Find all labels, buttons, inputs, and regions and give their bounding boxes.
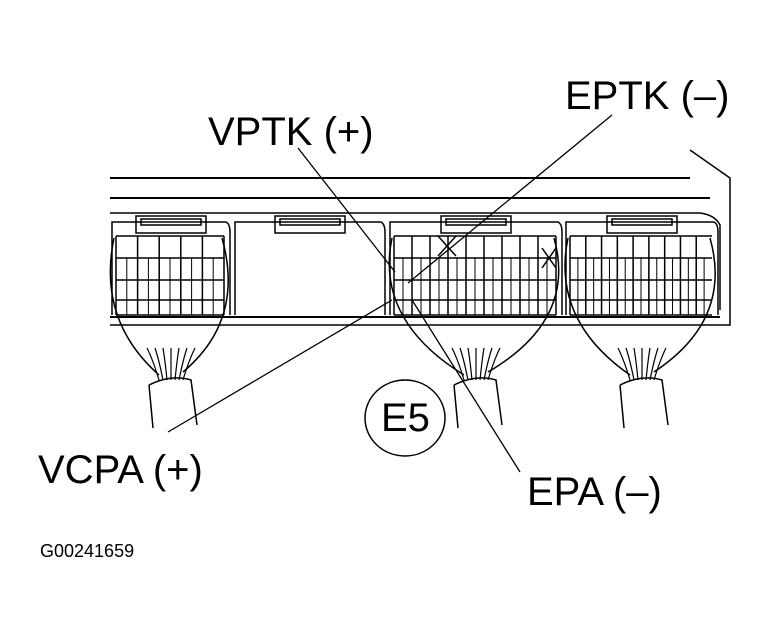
connector-latch [440, 215, 512, 234]
connector-e5-callout [364, 379, 446, 457]
connector-latch [135, 215, 207, 234]
connector-2 [234, 215, 386, 315]
connector-4 [565, 215, 719, 316]
harness-3 [564, 237, 716, 429]
leader-eptk [407, 114, 613, 284]
connector-latch [606, 215, 678, 234]
harness-1 [109, 237, 229, 429]
leader-lines [167, 114, 613, 473]
figure-code: G00241659 [40, 541, 135, 561]
ecu-body [110, 149, 731, 326]
label-eptk: EPTK (–) [565, 74, 730, 118]
leader-vptk [297, 147, 396, 273]
leader-epa [411, 299, 521, 473]
connectors [111, 215, 719, 316]
leader-vcpa [167, 299, 393, 433]
wire-harnesses [109, 237, 716, 429]
connector-latch [274, 215, 346, 234]
label-vptk: VPTK (+) [208, 110, 374, 154]
label-vcpa: VCPA (+) [38, 448, 203, 492]
blank-terminal-mark [437, 235, 457, 257]
harness-2 [388, 237, 560, 429]
blank-terminal-mark [541, 247, 557, 269]
connector-1 [111, 215, 231, 316]
label-epa: EPA (–) [527, 470, 662, 514]
connector-3 [389, 215, 563, 316]
label-connector-e5: E5 [381, 396, 430, 440]
